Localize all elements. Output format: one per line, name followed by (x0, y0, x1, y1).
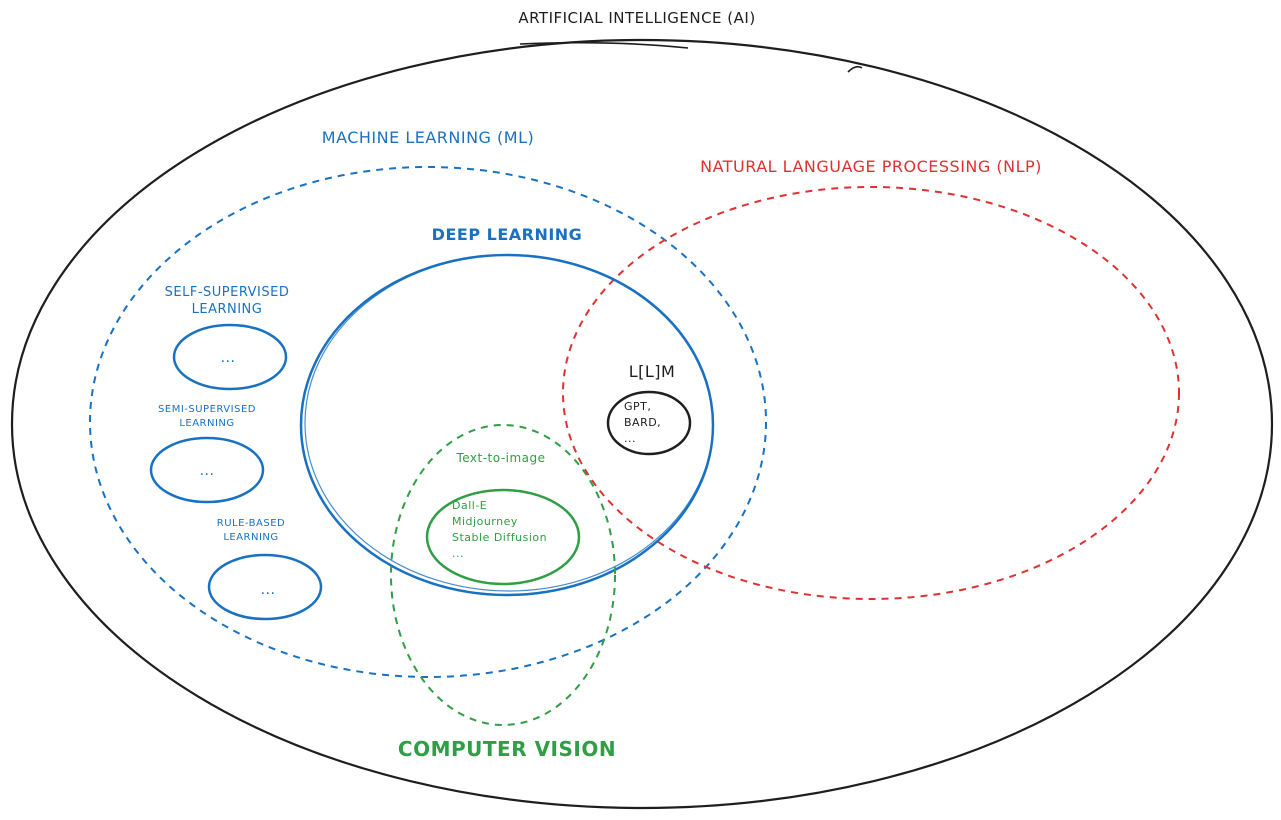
semi-ellipse (149, 436, 265, 504)
ssl-label: SELF-SUPERVISED LEARNING (164, 285, 290, 317)
llm-label: L[L]M (628, 362, 676, 381)
rule-items: ... (260, 582, 276, 598)
nlp-ellipse (562, 186, 1180, 600)
ai-ellipse-stroke-overlap (519, 41, 689, 49)
ai-ellipse (10, 38, 1274, 810)
dl-ellipse-sketch (304, 254, 714, 592)
cv-label: COMPUTER VISION (397, 737, 617, 761)
llm-circle (606, 390, 692, 456)
ssl-items: ... (220, 350, 236, 366)
rule-label: RULE-BASED LEARNING (216, 518, 286, 543)
ml-ellipse (89, 166, 767, 678)
ml-label: MACHINE LEARNING (ML) (321, 128, 535, 147)
ai-ellipse-stroke-tick (847, 65, 863, 73)
t2i-ellipse (425, 488, 581, 586)
nlp-label: NATURAL LANGUAGE PROCESSING (NLP) (700, 157, 1042, 176)
semi-items: ... (199, 463, 215, 479)
t2i-items: Dall-E Midjourney Stable Diffusion ... (452, 499, 548, 560)
t2i-label: Text-to-image (456, 451, 546, 465)
ssl-ellipse (172, 323, 288, 391)
semi-label: SEMI-SUPERVISED LEARNING (158, 404, 256, 429)
llm-items: GPT, BARD, ... (624, 400, 662, 445)
ai-label: ARTIFICIAL INTELLIGENCE (AI) (518, 9, 756, 27)
cv-ellipse (390, 424, 616, 726)
rule-ellipse (207, 553, 323, 621)
dl-label: DEEP LEARNING (431, 225, 583, 244)
